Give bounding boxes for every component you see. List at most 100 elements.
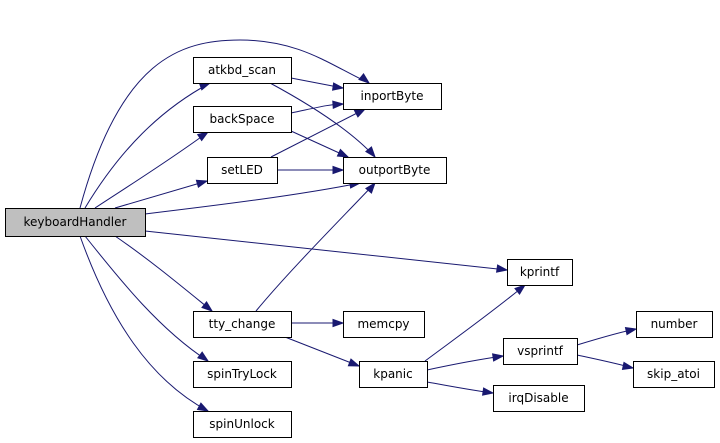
node-box[interactable] (343, 83, 442, 110)
node-label: irqDisable (508, 391, 568, 405)
edge-arrowhead (491, 353, 505, 362)
node-box[interactable] (507, 259, 573, 286)
edge-keyboardHandler-to-outportByte (144, 180, 362, 215)
edge-backSpace-to-outportByte (290, 130, 350, 158)
edge-vsprintf-to-number (576, 326, 638, 346)
node-inportByte[interactable]: inportByte (343, 83, 442, 110)
edge-line (79, 39, 370, 209)
edge-arrowhead (332, 165, 345, 175)
edge-line (144, 182, 361, 215)
edge-backSpace-to-inportByte (290, 100, 345, 114)
node-outportByte[interactable]: outportByte (343, 157, 447, 184)
node-kpanic[interactable]: kpanic (359, 361, 428, 388)
call-graph-edges (79, 39, 638, 412)
edge-kpanic-to-irqDisable (426, 381, 495, 396)
node-box[interactable] (503, 338, 578, 365)
node-box[interactable] (193, 361, 292, 388)
edge-keyboardHandler-to-tty_change (114, 235, 214, 312)
node-label: keyboardHandler (24, 215, 127, 229)
node-label: inportByte (361, 89, 424, 103)
edge-line (424, 284, 526, 362)
edge-arrowhead (358, 73, 371, 84)
edge-keyboardHandler-to-inportByte (79, 39, 371, 209)
node-box[interactable] (343, 157, 447, 184)
node-label: number (651, 317, 698, 331)
edge-atkbd_scan-to-inportByte (290, 77, 345, 91)
edge-atkbd_scan-to-outportByte (269, 82, 376, 159)
node-kprintf[interactable]: kprintf (507, 259, 573, 286)
edge-keyboardHandler-to-kprintf (144, 230, 509, 273)
node-tty_change[interactable]: tty_change (193, 311, 292, 338)
node-label: vsprintf (517, 344, 564, 358)
edge-arrowhead (365, 146, 376, 159)
node-box[interactable] (493, 385, 585, 412)
edge-arrowhead (197, 351, 210, 362)
node-box[interactable] (636, 311, 713, 338)
node-box[interactable] (5, 208, 146, 237)
node-backSpace[interactable]: backSpace (193, 106, 292, 133)
edge-arrowhead (331, 82, 345, 91)
node-label: memcpy (357, 317, 409, 331)
call-graph-nodes: keyboardHandler atkbd_scan backSpace setLED… (5, 57, 715, 438)
edge-arrowhead (332, 100, 345, 110)
node-label: kprintf (520, 265, 560, 279)
edge-arrowhead (196, 402, 210, 412)
edge-setLED-to-outportByte (277, 165, 345, 175)
node-vsprintf[interactable]: vsprintf (503, 338, 578, 365)
node-memcpy[interactable]: memcpy (343, 311, 425, 338)
node-box[interactable] (193, 106, 292, 133)
edge-line (84, 235, 209, 362)
node-number[interactable]: number (636, 311, 713, 338)
node-box[interactable] (207, 157, 278, 184)
edge-arrowhead (621, 361, 635, 371)
node-label: backSpace (209, 112, 274, 126)
edge-arrowhead (365, 181, 376, 194)
edge-kpanic-to-vsprintf (426, 353, 505, 371)
node-label: setLED (221, 163, 263, 177)
node-label: kpanic (373, 367, 412, 381)
edge-line (426, 355, 504, 371)
node-label: skip_atoi (647, 367, 700, 381)
edge-arrowhead (495, 264, 509, 273)
edge-line (114, 235, 213, 312)
edge-arrowhead (201, 301, 214, 312)
edge-arrowhead (514, 284, 527, 295)
node-spinTryLock[interactable]: spinTryLock (193, 361, 292, 388)
node-box[interactable] (193, 411, 292, 438)
node-box[interactable] (633, 361, 715, 388)
edge-keyboardHandler-to-backSpace (94, 131, 210, 209)
node-setLED[interactable]: setLED (207, 157, 278, 184)
edge-arrowhead (481, 387, 495, 396)
edge-arrowhead (353, 108, 367, 118)
edge-kpanic-to-kprintf (424, 284, 527, 362)
edge-keyboardHandler-to-spinUnlock (79, 235, 210, 412)
edge-line (79, 235, 209, 412)
node-keyboardHandler[interactable]: keyboardHandler (5, 208, 146, 237)
node-box[interactable] (343, 311, 425, 338)
edge-vsprintf-to-skip_atoi (576, 354, 635, 371)
edge-arrowhead (624, 326, 638, 336)
edge-keyboardHandler-to-setLED (114, 179, 209, 209)
edge-keyboardHandler-to-spinTryLock (84, 235, 210, 362)
edge-line (255, 182, 376, 312)
node-label: atkbd_scan (208, 63, 276, 77)
edge-tty_change-to-memcpy (291, 318, 345, 328)
node-skip_atoi[interactable]: skip_atoi (633, 361, 715, 388)
edge-arrowhead (195, 179, 209, 189)
edge-keyboardHandler-to-atkbd_scan (84, 82, 212, 209)
node-label: spinUnlock (209, 417, 274, 431)
node-box[interactable] (193, 57, 292, 84)
edge-line (284, 336, 360, 367)
edge-arrowhead (332, 318, 345, 328)
node-spinUnlock[interactable]: spinUnlock (193, 411, 292, 438)
node-atkbd_scan[interactable]: atkbd_scan (193, 57, 292, 84)
edge-arrowhead (336, 148, 350, 158)
edge-arrowhead (196, 131, 210, 142)
node-box[interactable] (193, 311, 292, 338)
node-box[interactable] (359, 361, 428, 388)
edge-line (144, 230, 508, 271)
node-irqDisable[interactable]: irqDisable (493, 385, 585, 412)
edge-tty_change-to-outportByte (255, 181, 376, 312)
edge-arrowhead (347, 358, 361, 367)
